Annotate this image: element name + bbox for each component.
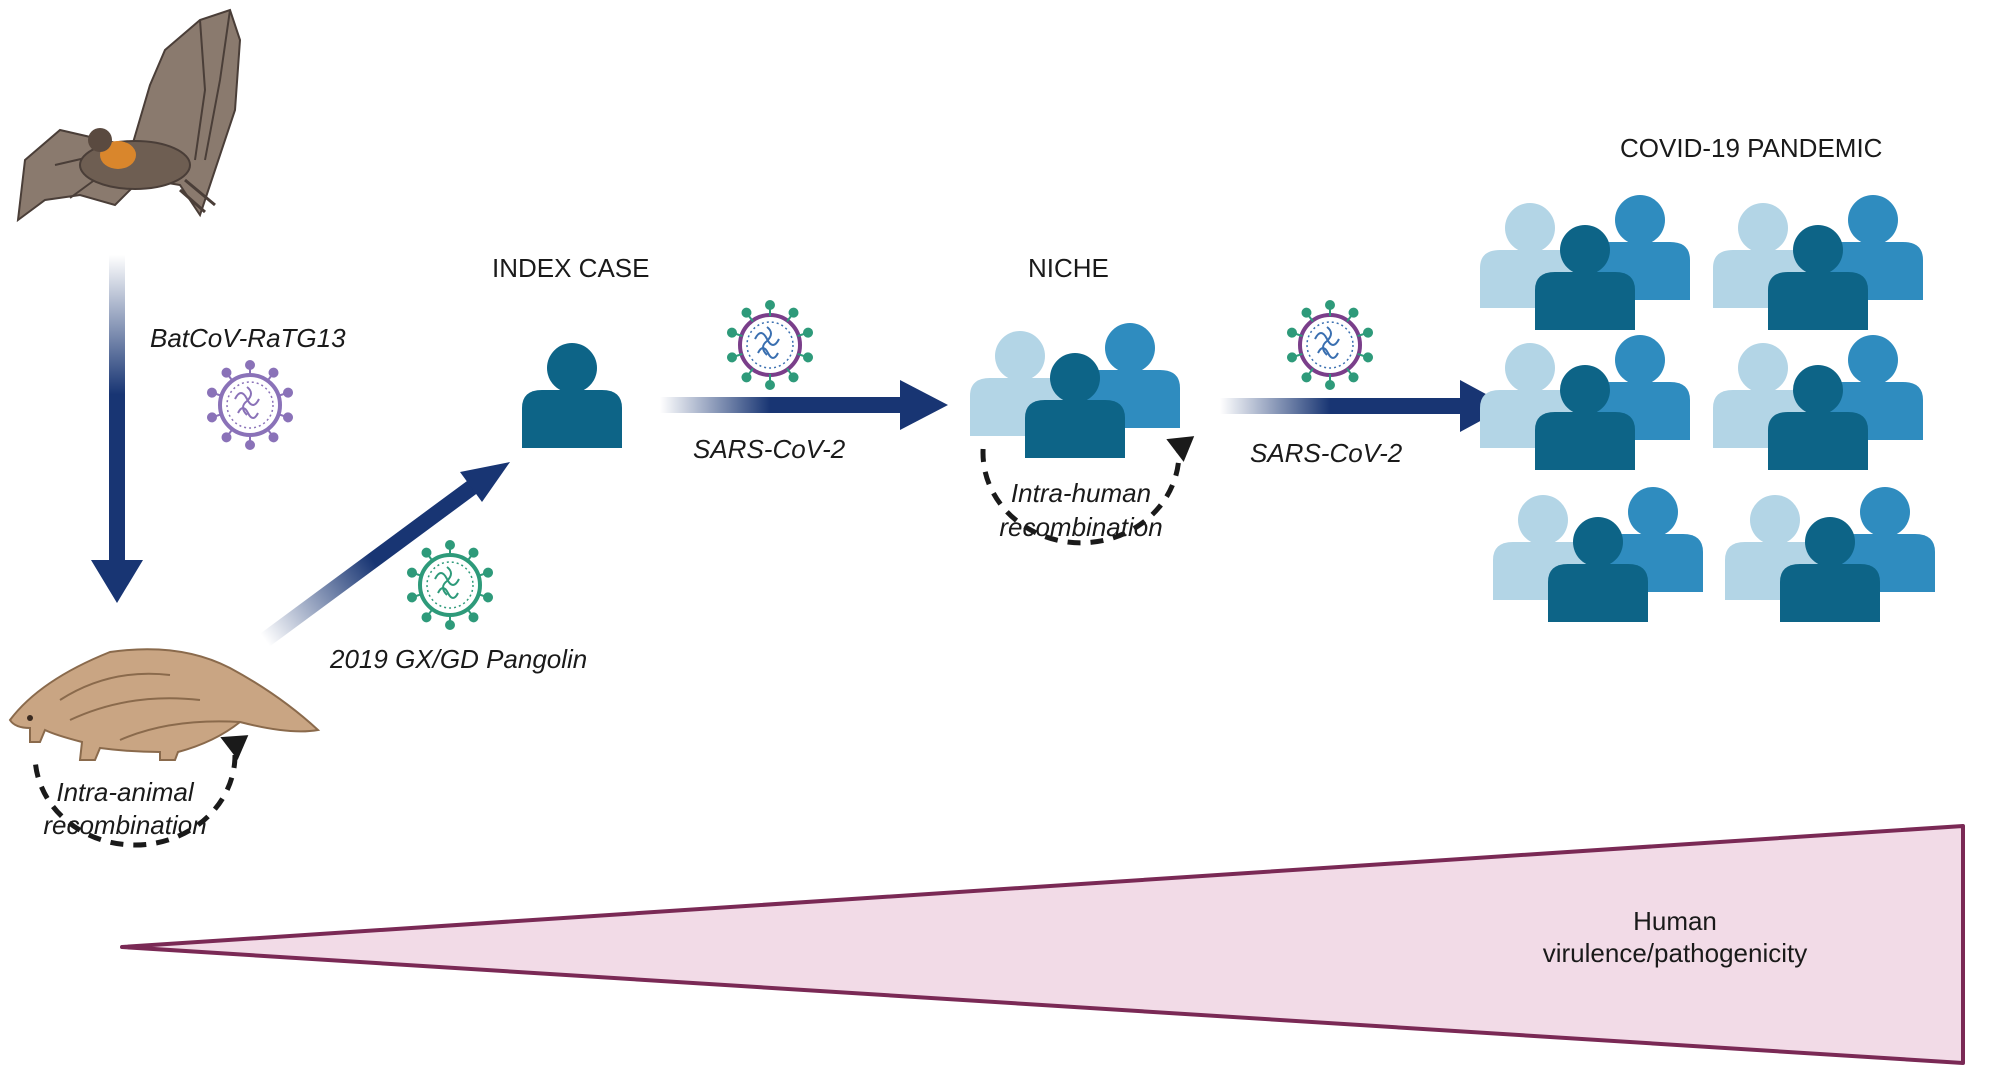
intra-animal-label-line2: recombination [43,810,207,840]
sars-label-2: SARS-CoV-2 [1250,438,1403,468]
arrow-pangolin-to-index [260,462,510,647]
intra-animal-label-line1: Intra-animal [56,777,194,807]
pandemic-crowd-icon [1480,195,1935,622]
niche-title: NICHE [1028,253,1109,283]
virulence-label-line1: Human [1633,906,1717,936]
intra-human-label-line2: recombination [999,512,1163,542]
sars-virus-icon-2 [1286,301,1373,390]
pangolin-virus-label: 2019 GX/GD Pangolin [330,644,588,674]
bat-icon [16,8,242,223]
batcov-label: BatCoV-RaTG13 [150,323,346,353]
sars-label-1: SARS-CoV-2 [693,434,846,464]
batcov-virus-icon [206,361,293,450]
pangolin-virus-icon [406,541,493,630]
virulence-label-line2: virulence/pathogenicity [1542,938,1808,968]
virulence-wedge [120,824,1965,1065]
arrow-niche-to-pandemic [1220,380,1508,432]
intra-animal-recombination-loop [32,735,249,848]
niche-group-icon [970,323,1180,458]
arrow-index-to-niche [660,380,948,430]
arrow-bat-to-pangolin [91,255,143,603]
intra-human-recombination-loop [980,436,1195,546]
pandemic-title: COVID-19 PANDEMIC [1620,133,1883,163]
index-case-title: INDEX CASE [492,253,650,283]
index-case-person-icon [522,343,622,448]
intra-human-label-line1: Intra-human [1010,478,1152,508]
pangolin-icon [8,648,321,761]
sars-virus-icon [726,301,813,390]
